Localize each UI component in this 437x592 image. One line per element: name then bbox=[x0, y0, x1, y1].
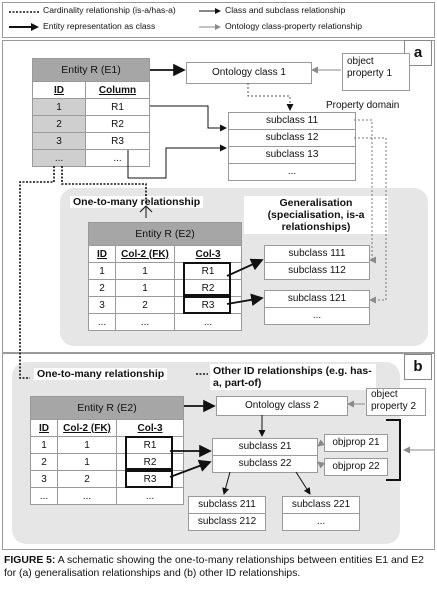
object-property-2: object property 2 bbox=[366, 388, 426, 416]
entity-r-e1-title: Entity R (E1) bbox=[32, 58, 150, 82]
table-cell: R3 bbox=[116, 470, 184, 488]
col-header-column: Column bbox=[85, 81, 150, 99]
table-cell: ... bbox=[57, 487, 117, 505]
table-cell: 2 bbox=[32, 115, 86, 133]
entity-rep-arrow-a2 bbox=[226, 258, 264, 277]
subclass-group-211: subclass 211 subclass 212 bbox=[188, 496, 266, 531]
legend-cardinality: Cardinality relationship (is-a/has-a) bbox=[43, 5, 176, 15]
subclass-111: subclass 111 bbox=[265, 246, 369, 263]
caption-label: FIGURE 5: bbox=[4, 555, 56, 566]
one-to-many-label-b: One-to-many relationship bbox=[34, 368, 168, 380]
property-domain-label: Property domain bbox=[326, 100, 400, 111]
subclass-121-more: ... bbox=[312, 310, 322, 321]
ontology-class-2: Ontology class 2 bbox=[216, 396, 348, 416]
subclass-13: subclass 13 bbox=[229, 147, 355, 164]
r1-to-subclass-arrow bbox=[150, 105, 227, 132]
legend-entity-rep: Entity representation as class bbox=[43, 21, 156, 31]
table-cell: ... bbox=[88, 313, 116, 331]
cardinality-line-b bbox=[19, 166, 55, 379]
highlight-r1-r2-a bbox=[183, 262, 231, 296]
subclass-121: subclass 121 bbox=[265, 291, 369, 308]
subclass-12: subclass 12 bbox=[229, 130, 355, 147]
class-sub-arrow-a3 bbox=[354, 137, 387, 304]
subclass-more: ... bbox=[287, 166, 297, 177]
subclass-group-221: subclass 221 ... bbox=[282, 496, 360, 531]
table-cell: 1 bbox=[115, 262, 175, 280]
subclass-21: subclass 21 bbox=[213, 439, 317, 456]
subclass-11: subclass 11 bbox=[229, 113, 355, 130]
class-sub-arrow-a bbox=[247, 83, 294, 111]
table-cell: 3 bbox=[32, 132, 86, 150]
table-cell: ... bbox=[85, 149, 150, 167]
table-cell: 1 bbox=[32, 98, 86, 116]
highlight-r3-b bbox=[125, 470, 173, 488]
col-header-id: ID bbox=[30, 419, 58, 437]
highlight-r1-r2-b bbox=[125, 436, 173, 470]
table-cell: R2 bbox=[85, 115, 150, 133]
generalisation-label: Generalisation (specialisation, is-a rel… bbox=[244, 196, 388, 234]
highlight-r3-a bbox=[183, 296, 231, 314]
thin-arrow-icon bbox=[199, 8, 221, 14]
subclass-stack-a: subclass 11 subclass 12 subclass 13 ... bbox=[228, 112, 356, 181]
table-cell: ... bbox=[116, 487, 184, 505]
subclass-stack-b: subclass 21 subclass 22 bbox=[212, 438, 318, 473]
crow-foot-icon bbox=[139, 205, 153, 218]
subclass-22: subclass 22 bbox=[238, 458, 292, 469]
subclass-group-121: subclass 121 ... bbox=[264, 290, 370, 325]
col-header-col3: Col-3 bbox=[174, 245, 242, 263]
subclass-212: subclass 212 bbox=[197, 516, 257, 527]
objprop-arrow-21 bbox=[317, 439, 325, 447]
figure-caption: FIGURE 5: A schematic showing the one-to… bbox=[4, 554, 434, 580]
gray-arrow-icon bbox=[199, 24, 221, 30]
panel-a bbox=[2, 40, 435, 354]
subclass-221-more: ... bbox=[316, 516, 326, 527]
legend: Cardinality relationship (is-a/has-a) Cl… bbox=[2, 2, 435, 38]
panel-b bbox=[2, 352, 435, 550]
objprop-arrow-22 bbox=[317, 461, 325, 469]
bold-arrow-icon bbox=[9, 23, 39, 31]
class-sub-arrow-b3 bbox=[295, 471, 311, 495]
one-to-many-label-a: One-to-many relationship bbox=[70, 196, 204, 208]
table-cell: R2 bbox=[116, 453, 184, 471]
entity-rep-arrow-b3 bbox=[169, 459, 212, 478]
table-cell: 2 bbox=[115, 296, 175, 314]
table-cell: ... bbox=[30, 487, 58, 505]
caption-text: A schematic showing the one-to-many rela… bbox=[4, 555, 424, 579]
subclass-112: subclass 112 bbox=[288, 265, 346, 276]
table-cell: R3 bbox=[85, 132, 150, 150]
object-property-1: object property 1 bbox=[342, 53, 410, 91]
legend-ontology-prop: Ontology class-property relationship bbox=[225, 21, 363, 31]
col-header-id: ID bbox=[88, 245, 116, 263]
col-header-col2: Col-2 (FK) bbox=[57, 419, 117, 437]
panel-b-label: b bbox=[404, 354, 432, 380]
dotted-line-icon bbox=[9, 11, 39, 13]
table-cell: 1 bbox=[57, 453, 117, 471]
table-cell: ... bbox=[174, 313, 242, 331]
col-header-col2: Col-2 (FK) bbox=[115, 245, 175, 263]
col-header-col3: Col-3 bbox=[116, 419, 184, 437]
other-id-label: Other ID relationships (e.g. has-a, part… bbox=[210, 364, 376, 390]
col-header-id: ID bbox=[32, 81, 86, 99]
entity-rep-arrow-a3 bbox=[226, 293, 264, 307]
subclass-211: subclass 211 bbox=[189, 497, 265, 514]
table-cell: ... bbox=[32, 149, 86, 167]
subclass-221: subclass 221 bbox=[283, 497, 359, 514]
bracket bbox=[386, 419, 401, 481]
objprop-22: objprop 22 bbox=[324, 458, 388, 476]
class-sub-arrow-b2 bbox=[222, 471, 231, 495]
subclass-group-111: subclass 111 subclass 112 bbox=[264, 245, 370, 280]
class-sub-arrow-a2 bbox=[354, 119, 376, 264]
table-cell: ... bbox=[115, 313, 175, 331]
ontology-class-1: Ontology class 1 bbox=[186, 62, 312, 84]
r-to-subclass-arrow bbox=[127, 144, 227, 179]
legend-class-sub: Class and subclass relationship bbox=[225, 5, 346, 15]
cardinality-line-a bbox=[61, 166, 147, 204]
table-cell: 3 bbox=[30, 470, 58, 488]
